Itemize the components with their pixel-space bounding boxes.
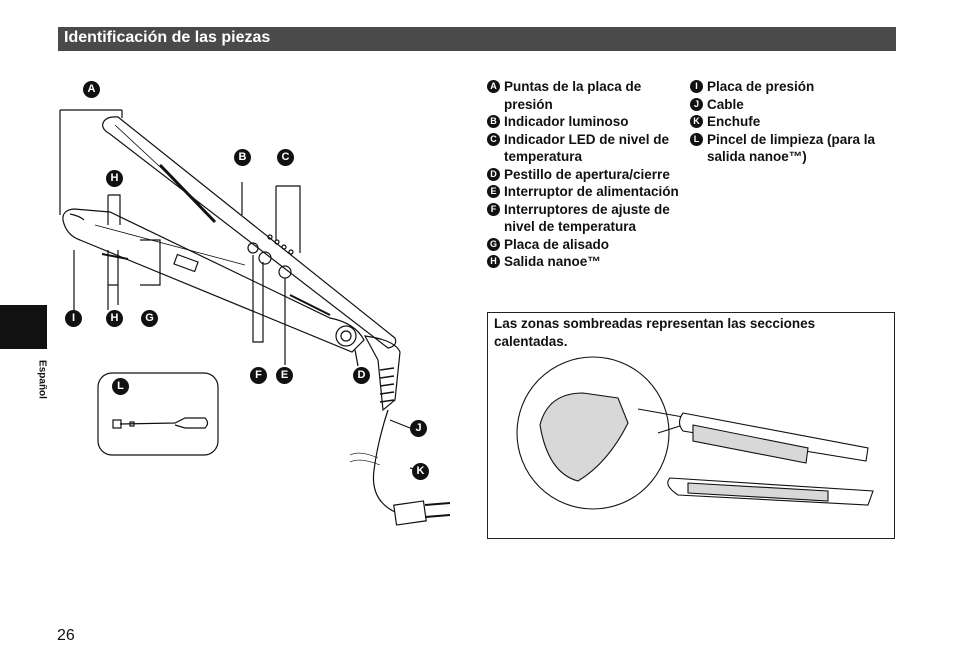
legend-item: K Enchufe — [690, 113, 890, 131]
legend-item-text: Placa de alisado — [504, 236, 610, 252]
legend-key-badge: H — [487, 255, 500, 268]
legend-item: D Pestillo de apertura/cierre — [487, 166, 687, 184]
cleaning-brush-box — [97, 372, 219, 456]
callout-i: I — [65, 310, 82, 327]
legend-key-badge: C — [487, 132, 500, 146]
callout-b: B — [234, 149, 251, 166]
legend-item-text: Interruptores de ajuste de nivel de temp… — [504, 201, 670, 235]
legend-item-text: Salida nanoe™ — [504, 254, 601, 269]
legend-item-text: Indicador LED de nivel de temperatura — [504, 131, 670, 165]
legend-key-badge: L — [690, 132, 703, 146]
power-plug — [393, 500, 427, 526]
legend-item-text: Interruptor de alimentación — [504, 184, 679, 199]
language-tab — [0, 305, 47, 349]
callout-e: E — [276, 367, 293, 384]
section-title: Identificación de las piezas — [64, 29, 271, 46]
legend-item-text: Cable — [707, 96, 744, 112]
legend-key-badge: I — [690, 80, 703, 93]
callout-d: D — [353, 367, 370, 384]
lower-arm — [62, 208, 365, 353]
callout-f: F — [250, 367, 267, 384]
legend-item-text: Puntas de la placa de presión — [504, 79, 642, 112]
legend-item: E Interruptor de alimentación — [487, 183, 687, 201]
upper-arm — [102, 116, 397, 349]
heated-zones-illustration — [516, 356, 874, 510]
legend-key-badge: K — [690, 115, 703, 128]
legend-key-badge: E — [487, 185, 500, 198]
legend-item-text: Enchufe — [707, 114, 761, 129]
section-title-bar: Identificación de las piezas — [58, 27, 896, 51]
callout-a: A — [83, 81, 100, 98]
legend-key-badge: A — [487, 80, 500, 93]
legend-key-badge: F — [487, 202, 500, 216]
legend-key-badge: D — [487, 167, 500, 181]
legend-item-text: Pincel de limpieza (para la salida nanoe… — [707, 131, 876, 165]
legend-key-badge: G — [487, 237, 500, 251]
callout-h-bottom: H — [106, 310, 123, 327]
legend-item: G Placa de alisado — [487, 236, 687, 254]
legend-item: B Indicador luminoso — [487, 113, 687, 131]
heated-zones-note-box: Las zonas sombreadas representan las sec… — [487, 312, 895, 539]
legend-key-badge: B — [487, 115, 500, 128]
legend-item-text: Indicador luminoso — [504, 114, 629, 129]
power-cord — [372, 409, 396, 513]
page-number: 26 — [57, 627, 75, 644]
callout-c: C — [277, 149, 294, 166]
legend-key-badge: J — [690, 97, 703, 111]
legend-item: I Placa de presión — [690, 78, 890, 96]
legend-item-text: Pestillo de apertura/cierre — [504, 166, 670, 182]
legend-item: J Cable — [690, 96, 890, 114]
callout-l: L — [112, 378, 129, 395]
legend-item: F Interruptores de ajuste de nivel de tem… — [487, 201, 687, 236]
callout-j: J — [410, 420, 427, 437]
legend-item: A Puntas de la placa de presión — [487, 78, 687, 113]
legend-item: L Pincel de limpieza (para la salida nano… — [690, 131, 890, 166]
heated-zones-note: Las zonas sombreadas representan las sec… — [494, 316, 816, 349]
callout-h-top: H — [106, 170, 123, 187]
legend-item: H Salida nanoe™ — [487, 253, 687, 271]
legend-item: C Indicador LED de nivel de temperatura — [487, 131, 687, 166]
legend-item-text: Placa de presión — [707, 79, 815, 94]
callout-g: G — [141, 310, 158, 327]
callout-k: K — [412, 463, 429, 480]
